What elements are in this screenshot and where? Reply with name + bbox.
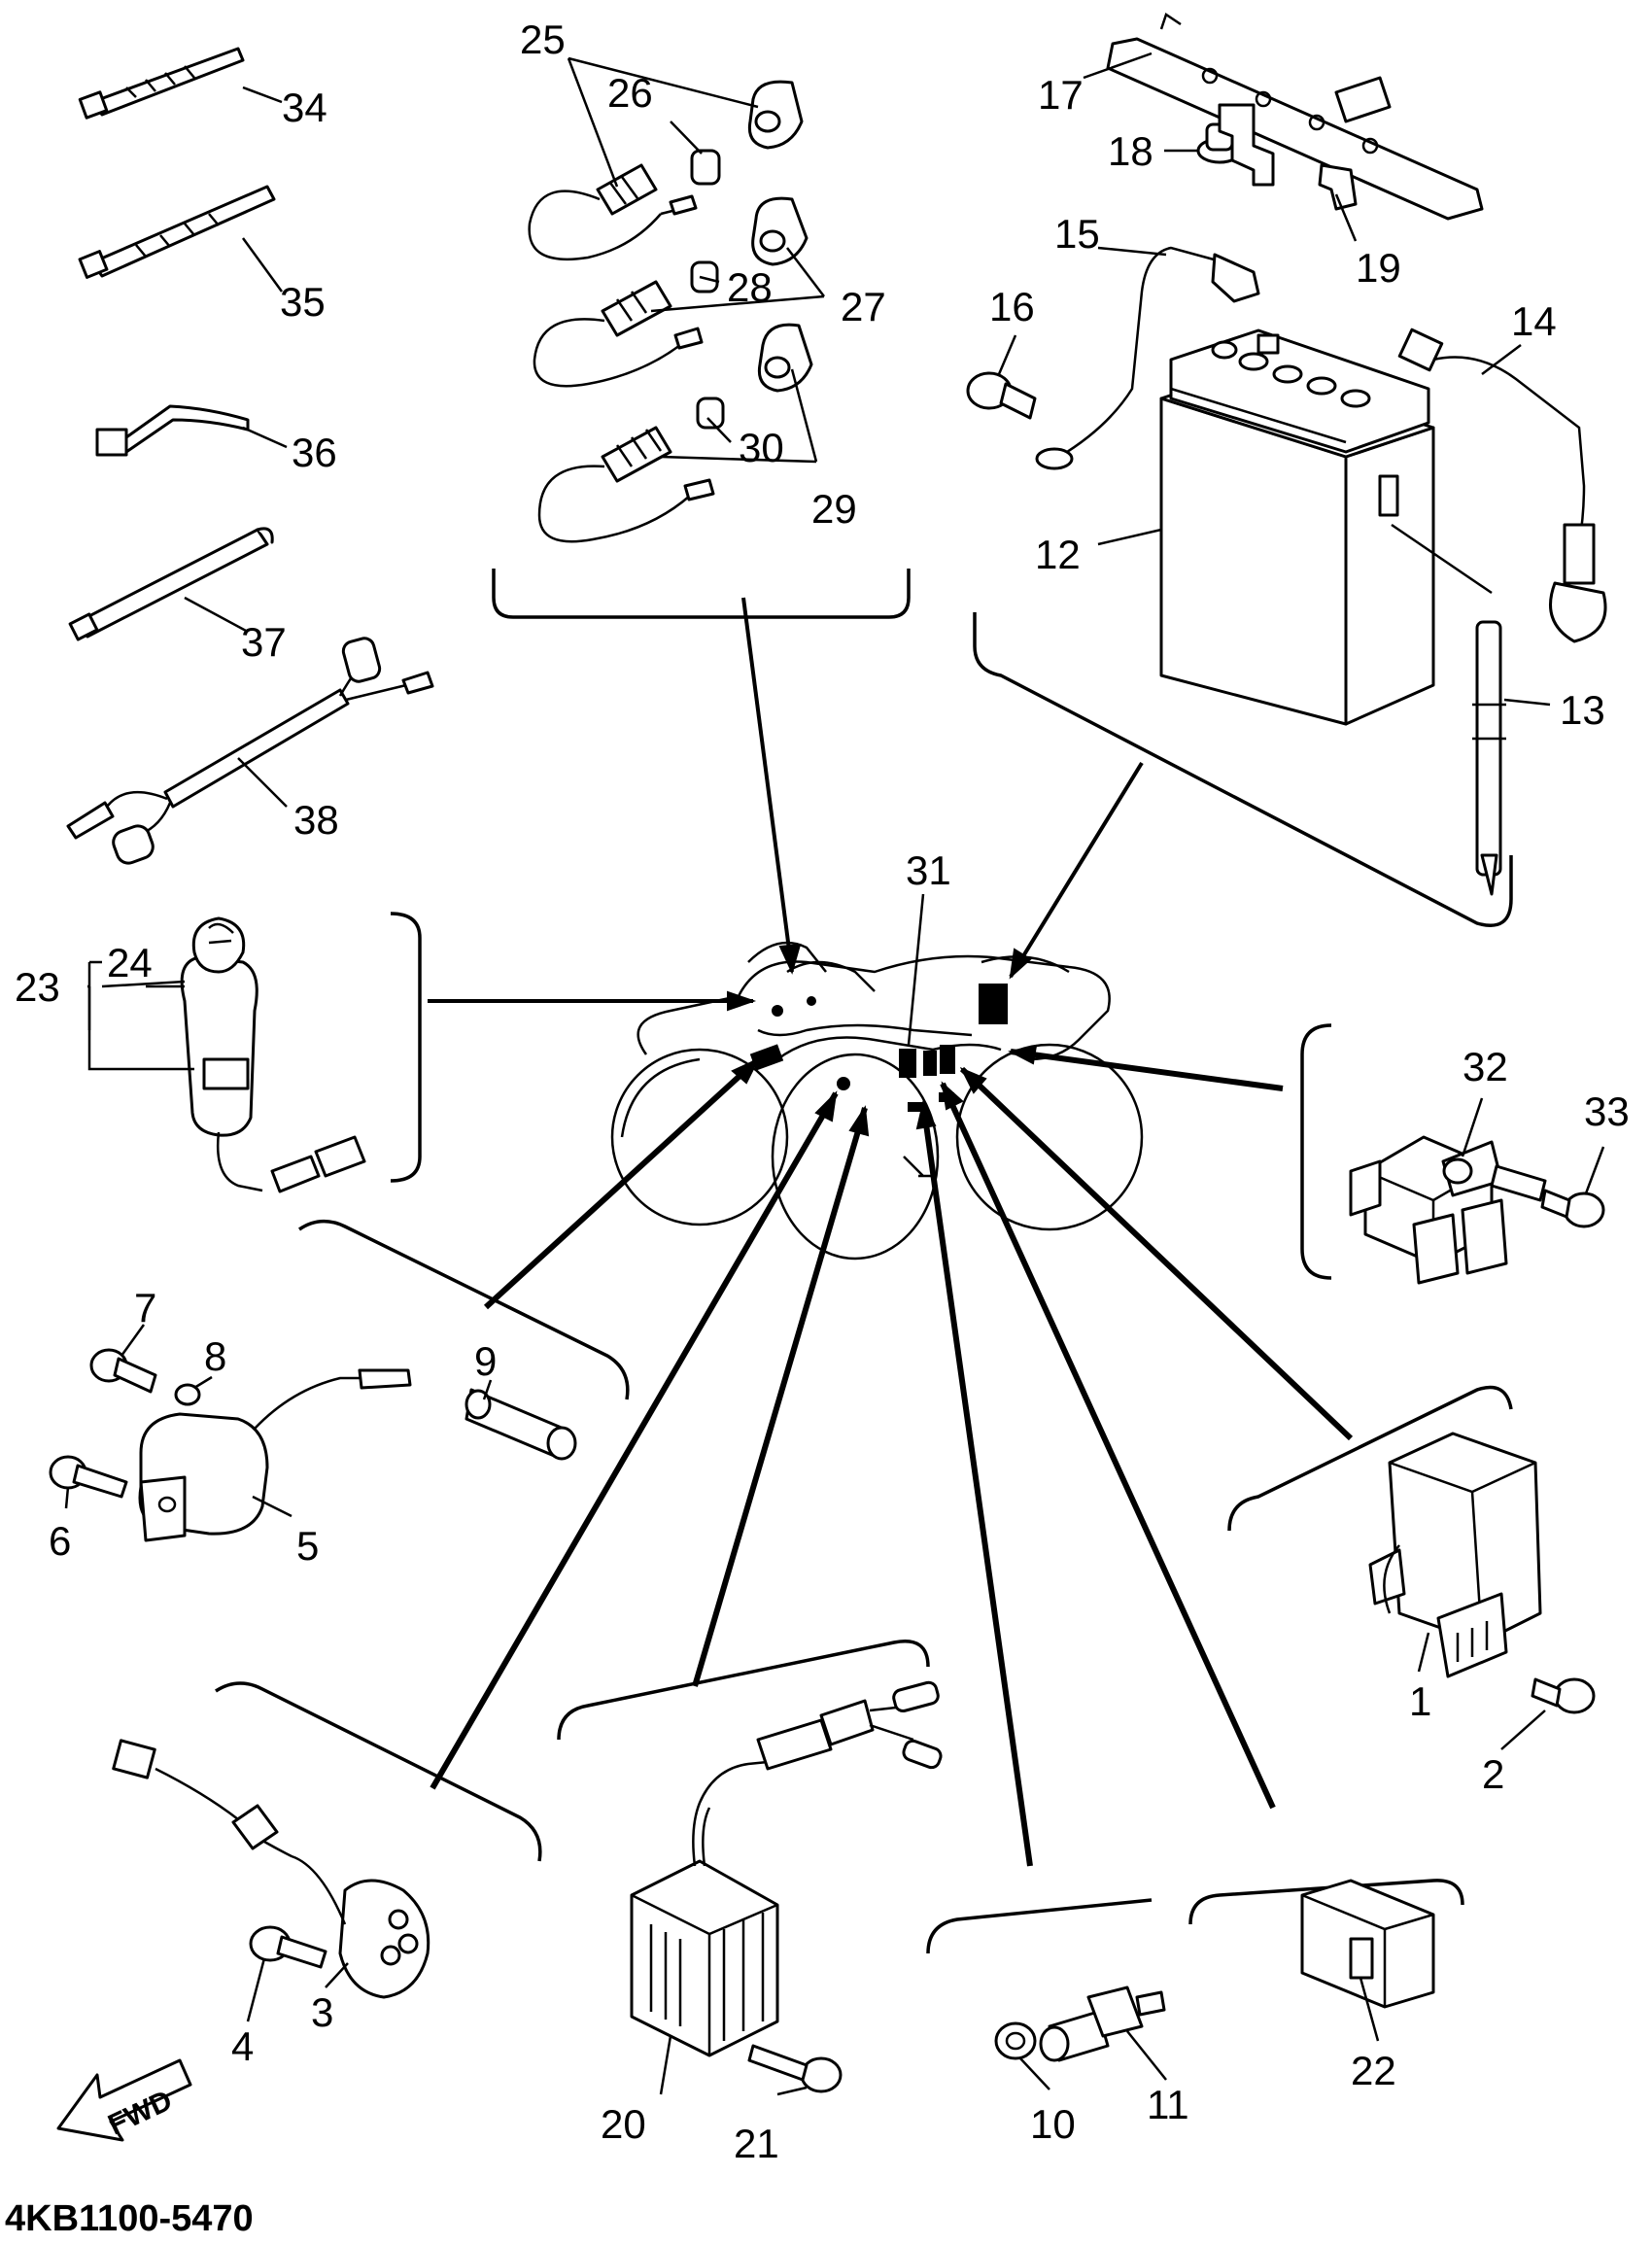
callout-26: 26: [607, 70, 653, 116]
plug-cap-9: [465, 1388, 577, 1461]
main-switch-23: [180, 955, 366, 1193]
callout-34: 34: [282, 85, 327, 130]
cable-band-35: [78, 185, 276, 279]
callout-17: 17: [1038, 72, 1084, 118]
callout-28: 28: [727, 264, 773, 310]
key-24: [191, 916, 246, 974]
callout-15: 15: [1054, 211, 1100, 257]
bolt-21: [747, 2044, 843, 2093]
callout-36: 36: [292, 430, 337, 475]
bolt-7: [89, 1348, 157, 1394]
plug-cap-30: [696, 397, 725, 430]
bolt-4: [249, 1925, 327, 1969]
vehicle-outline: [610, 941, 1144, 1261]
callout-19: 19: [1356, 245, 1401, 291]
group-brackets: [215, 569, 1513, 1954]
callout-14: 14: [1511, 298, 1557, 344]
washer-8: [174, 1383, 201, 1406]
callout-1: 1: [1409, 1678, 1431, 1724]
cable-band-34: [78, 47, 245, 120]
plus-lead-15: [1035, 246, 1260, 470]
callout-6: 6: [49, 1518, 71, 1564]
plug-boot-27: [751, 196, 809, 266]
callout-7: 7: [134, 1285, 156, 1330]
plug-cap-26: [690, 149, 721, 186]
callout-32: 32: [1463, 1044, 1508, 1089]
callout-2: 2: [1482, 1751, 1504, 1797]
pickup-coil-3: [112, 1739, 430, 1999]
plug-boot-25: [747, 80, 804, 150]
callout-3: 3: [311, 1989, 333, 2035]
callout-20: 20: [601, 2101, 646, 2147]
bracket-19: [1218, 103, 1358, 211]
callout-38: 38: [293, 797, 339, 843]
plug-cap-assembly-27: [533, 280, 704, 388]
callout-labels: 1 2 3 4 5 6 7 8 9 10 11 12 13 14 15 16 1…: [15, 17, 1630, 2166]
callout-33: 33: [1584, 1088, 1630, 1134]
gasket-10: [994, 2021, 1037, 2060]
relay-22: [1300, 1879, 1435, 2009]
forward-arrow-icon: FWD: [56, 2058, 192, 2142]
bolt-2: [1531, 1677, 1596, 1714]
bolt-6: [49, 1455, 128, 1499]
callout-29: 29: [811, 486, 857, 532]
callout-13: 13: [1560, 687, 1605, 733]
battery-breather-13: [1391, 523, 1506, 896]
callout-4: 4: [231, 2023, 254, 2069]
callout-18: 18: [1108, 128, 1153, 174]
ignition-coil-5: [138, 1368, 412, 1542]
band-37: [68, 527, 274, 641]
callout-11: 11: [1147, 2082, 1189, 2127]
callout-10: 10: [1030, 2101, 1076, 2147]
rectifier-regulator-20: [630, 1680, 943, 2057]
minus-lead-14: [1397, 328, 1607, 643]
callout-21: 21: [734, 2121, 779, 2166]
pointer-lines: [428, 597, 1354, 1867]
bolt-16: [966, 371, 1037, 420]
plug-boot-29: [757, 323, 813, 393]
plug-cap-assembly-29: [537, 426, 715, 543]
leader-lines: [64, 52, 1605, 2096]
callout-22: 22: [1351, 2048, 1396, 2093]
battery-band-17: [1106, 13, 1484, 221]
callout-25: 25: [520, 17, 566, 62]
cable-holder-36: [95, 404, 250, 457]
callout-8: 8: [204, 1333, 226, 1379]
callout-27: 27: [841, 284, 886, 329]
callout-12: 12: [1035, 532, 1081, 577]
callout-5: 5: [296, 1523, 319, 1569]
cdi-unit-1: [1368, 1432, 1542, 1678]
callout-24: 24: [107, 940, 153, 985]
neutral-switch-11: [1039, 1986, 1166, 2062]
bolt-33: [1540, 1189, 1605, 1228]
callout-37: 37: [241, 619, 287, 665]
starter-relay-32: [1349, 1135, 1547, 1285]
callout-9: 9: [474, 1338, 497, 1384]
drawing-code: 4KB1100-5470: [5, 2198, 254, 2239]
harness-38: [66, 637, 434, 865]
battery-12: [1159, 328, 1435, 726]
callout-35: 35: [280, 279, 326, 325]
plug-cap-assembly-25: [528, 163, 698, 261]
callout-16: 16: [989, 284, 1035, 329]
callout-31: 31: [906, 847, 951, 893]
callout-23: 23: [15, 964, 60, 1010]
callout-30: 30: [739, 425, 784, 470]
